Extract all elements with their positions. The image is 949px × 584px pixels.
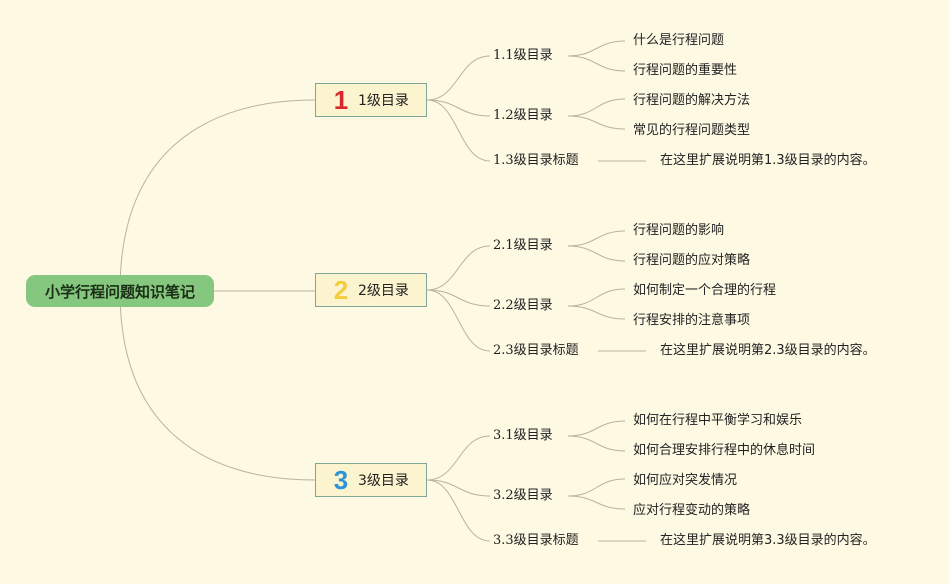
subtopic-2-2[interactable]: 2.2级目录 bbox=[493, 298, 553, 313]
leaf-1-1-2[interactable]: 行程问题的重要性 bbox=[633, 63, 738, 78]
connector-leaf-1-2-1 bbox=[567, 98, 626, 117]
leaf-2-2-2[interactable]: 行程安排的注意事项 bbox=[633, 313, 751, 328]
leaf-2-1-1[interactable]: 行程问题的影响 bbox=[633, 223, 725, 238]
leaf-3-2-2[interactable]: 应对行程变动的策略 bbox=[633, 503, 751, 518]
connector-branch-1-3 bbox=[426, 99, 491, 162]
branch-number-1: 1 bbox=[333, 85, 349, 115]
connector-branch-1-1 bbox=[426, 55, 491, 101]
connector-branch-2-1 bbox=[426, 245, 491, 291]
branch-node-1[interactable]: 1 1级目录 bbox=[315, 83, 427, 117]
connector-branch-3-3 bbox=[426, 479, 491, 542]
connector-leaf-3-2-1 bbox=[567, 478, 626, 497]
connector-branch-3-2 bbox=[426, 479, 491, 497]
subtopic-1-2[interactable]: 1.2级目录 bbox=[493, 108, 553, 123]
leaf-3-1-2[interactable]: 如何合理安排行程中的休息时间 bbox=[633, 443, 816, 458]
branch-node-3[interactable]: 3 3级目录 bbox=[315, 463, 427, 497]
connector-leaf-3-1-1 bbox=[567, 420, 626, 437]
subtopic-1-1[interactable]: 1.1级目录 bbox=[493, 48, 553, 63]
subtopic-2-1[interactable]: 2.1级目录 bbox=[493, 238, 553, 253]
leaf-3-1-1[interactable]: 如何在行程中平衡学习和娱乐 bbox=[633, 413, 803, 428]
leaf-2-1-2[interactable]: 行程问题的应对策略 bbox=[633, 253, 751, 268]
connector-leaf-2-1-2 bbox=[567, 245, 626, 262]
subtopic-2-3[interactable]: 2.3级目录标题 bbox=[493, 343, 579, 358]
connector-leaf-3-2-2 bbox=[567, 495, 626, 510]
leaf-2-3-1[interactable]: 在这里扩展说明第2.3级目录的内容。 bbox=[660, 343, 876, 358]
root-node[interactable]: 小学行程问题知识笔记 bbox=[26, 275, 214, 307]
connector-leaf-1-2-2 bbox=[567, 115, 626, 130]
subtopic-3-3[interactable]: 3.3级目录标题 bbox=[493, 533, 579, 548]
connector-branch-3-1 bbox=[426, 435, 491, 481]
branch-number-2: 2 bbox=[333, 275, 349, 305]
connector-branch-2-3 bbox=[426, 289, 491, 352]
branch-number-3: 3 bbox=[333, 465, 349, 495]
leaf-1-1-1[interactable]: 什么是行程问题 bbox=[633, 33, 725, 48]
connector-branch-2-2 bbox=[426, 289, 491, 307]
leaf-3-3-1[interactable]: 在这里扩展说明第3.3级目录的内容。 bbox=[660, 533, 876, 548]
root-label: 小学行程问题知识笔记 bbox=[44, 282, 195, 301]
branch-node-2[interactable]: 2 2级目录 bbox=[315, 273, 427, 307]
subtopic-3-1[interactable]: 3.1级目录 bbox=[493, 428, 553, 443]
branch-label: 3级目录 bbox=[358, 473, 409, 489]
branch-label: 1级目录 bbox=[358, 93, 409, 109]
subtopic-3-2[interactable]: 3.2级目录 bbox=[493, 488, 553, 503]
leaf-1-2-1[interactable]: 行程问题的解决方法 bbox=[633, 93, 751, 108]
connector-branch-1-2 bbox=[426, 99, 491, 117]
connector-leaf-1-1-2 bbox=[567, 55, 626, 72]
leaf-3-2-1[interactable]: 如何应对突发情况 bbox=[633, 473, 738, 488]
connector-leaf-2-1-1 bbox=[567, 230, 626, 247]
connector-root-3 bbox=[119, 290, 316, 481]
connector-leaf-3-1-2 bbox=[567, 435, 626, 452]
leaf-2-2-1[interactable]: 如何制定一个合理的行程 bbox=[633, 283, 777, 298]
branch-label: 2级目录 bbox=[358, 283, 409, 299]
connector-leaf-1-1-1 bbox=[567, 40, 626, 57]
connector-root-1 bbox=[119, 99, 316, 292]
subtopic-1-3[interactable]: 1.3级目录标题 bbox=[493, 153, 579, 168]
connector-leaf-2-2-1 bbox=[567, 288, 626, 307]
connector-leaf-2-2-2 bbox=[567, 305, 626, 320]
leaf-1-3-1[interactable]: 在这里扩展说明第1.3级目录的内容。 bbox=[660, 153, 876, 168]
leaf-1-2-2[interactable]: 常见的行程问题类型 bbox=[633, 123, 751, 138]
